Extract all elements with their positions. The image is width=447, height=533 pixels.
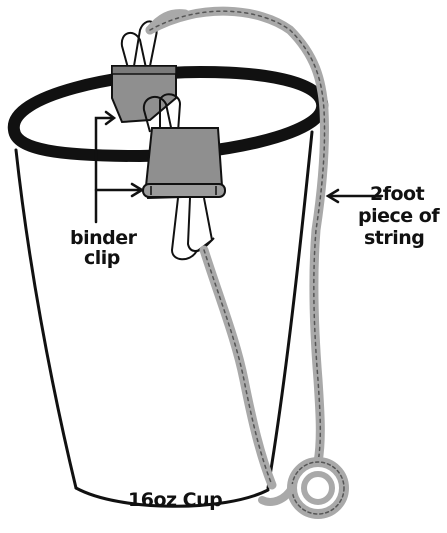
front-clip-top-handle xyxy=(142,95,173,133)
binder-clip-label: binder clip xyxy=(70,227,143,269)
string-arrow xyxy=(325,188,384,204)
string-label: 2foot piece of string xyxy=(358,183,445,249)
cup-left-wall xyxy=(14,148,78,490)
string-label-line-1: 2foot xyxy=(370,183,425,205)
binder-clip-label-line-1: binder xyxy=(70,227,138,249)
cup-right-wall xyxy=(266,130,314,490)
string-label-line-3: string xyxy=(364,227,424,249)
cup-size-label: 16oz Cup xyxy=(128,489,222,511)
back-clip-handle xyxy=(120,31,147,69)
back-clip-handle-2 xyxy=(133,20,158,67)
front-clip-bottom-handle xyxy=(170,197,214,261)
string xyxy=(145,6,349,519)
binder-clip xyxy=(111,20,226,261)
binder-clip-label-line-2: clip xyxy=(84,247,120,269)
binder-clip-arrow xyxy=(94,110,145,224)
string-lower xyxy=(199,245,277,490)
cup-bottom xyxy=(74,486,270,508)
string-label-line-2: piece of xyxy=(358,205,440,227)
